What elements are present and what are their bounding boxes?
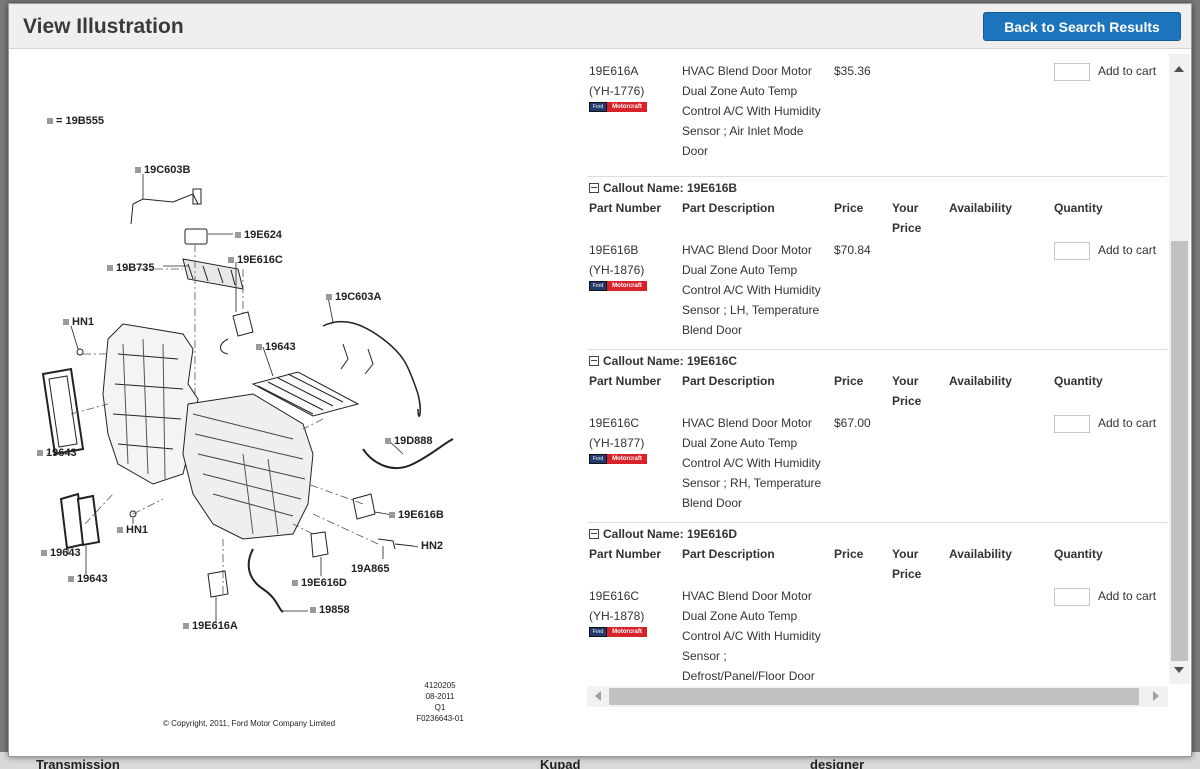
part-alt-number: (YH-1876) — [589, 263, 645, 277]
callout-label[interactable]: 19C603B — [135, 164, 190, 176]
horizontal-scrollbar[interactable] — [587, 686, 1168, 707]
part-number: 19E616B — [589, 243, 639, 257]
part-number: 19E616A — [589, 64, 639, 78]
vertical-scroll-thumb[interactable] — [1171, 241, 1188, 661]
divider — [587, 522, 1167, 523]
collapse-icon[interactable] — [589, 183, 599, 193]
add-to-cart-link[interactable]: Add to cart — [1098, 243, 1157, 257]
illustration-modal: View Illustration Back to Search Results — [8, 3, 1192, 757]
part-description: HVAC Blend Door Motor Dual Zone Auto Tem… — [682, 64, 821, 158]
horizontal-scroll-thumb[interactable] — [609, 688, 1139, 705]
callout-label[interactable]: 19858 — [310, 604, 350, 616]
part-number: 19E616C — [589, 589, 640, 603]
modal-header: View Illustration Back to Search Results — [9, 4, 1191, 49]
vertical-scrollbar[interactable] — [1169, 54, 1190, 684]
part-description: HVAC Blend Door Motor Dual Zone Auto Tem… — [682, 243, 821, 337]
illustration-copyright: © Copyright, 2011, Ford Motor Company Li… — [163, 719, 336, 728]
background-text: Transmission — [36, 757, 120, 769]
callout-header[interactable]: Callout Name: 19E616C — [587, 351, 1167, 371]
parts-illustration: = 19B555 19C603B 19E624 19E616C 19B735 1… — [23, 54, 583, 744]
part-alt-number: (YH-1776) — [589, 84, 645, 98]
divider — [587, 176, 1167, 177]
diagram-legend: = 19B555 — [47, 115, 104, 127]
callout-label[interactable]: 19643 — [41, 547, 81, 559]
collapse-icon[interactable] — [589, 356, 599, 366]
part-price: $70.84 — [834, 243, 871, 257]
callout-label[interactable]: 19E624 — [235, 229, 282, 241]
quantity-input[interactable] — [1054, 242, 1090, 260]
collapse-icon[interactable] — [589, 529, 599, 539]
quantity-input[interactable] — [1054, 415, 1090, 433]
part-alt-number: (YH-1878) — [589, 609, 645, 623]
modal-title: View Illustration — [23, 15, 184, 38]
callout-label[interactable]: 19C603A — [326, 291, 381, 303]
divider — [587, 349, 1167, 350]
callout-label[interactable]: 19E616D — [292, 577, 347, 589]
callout-header[interactable]: Callout Name: 19E616B — [587, 178, 1167, 198]
add-to-cart-link[interactable]: Add to cart — [1098, 416, 1157, 430]
part-price: $35.36 — [834, 64, 871, 78]
part-number: 19E616C — [589, 416, 640, 430]
callout-label[interactable]: HN2 — [421, 540, 444, 552]
callout-label[interactable]: 19D888 — [385, 435, 433, 447]
hvac-exploded-diagram — [41, 174, 454, 622]
callout-label[interactable]: 19E616C — [228, 254, 283, 266]
quantity-input[interactable] — [1054, 588, 1090, 606]
scroll-up-arrow-icon[interactable] — [1174, 66, 1184, 72]
callout-header[interactable]: Callout Name: 19E616D — [587, 524, 1167, 544]
background-text: designer — [810, 757, 865, 769]
callout-label[interactable]: 19E616B — [389, 509, 444, 521]
scroll-right-arrow-icon[interactable] — [1153, 691, 1159, 701]
illustration-reference: 4120205 08-2011 Q1 F0236643-01 — [416, 681, 464, 723]
callout-label[interactable]: 19A865 — [351, 563, 390, 575]
callout-label[interactable]: HN1 — [63, 316, 94, 328]
background-text: Kupad — [540, 757, 581, 769]
scroll-left-arrow-icon[interactable] — [595, 691, 601, 701]
callout-label[interactable]: HN1 — [117, 524, 148, 536]
part-price: $67.00 — [834, 416, 871, 430]
part-description: HVAC Blend Door Motor Dual Zone Auto Tem… — [682, 416, 822, 510]
add-to-cart-link[interactable]: Add to cart — [1098, 589, 1157, 603]
scroll-down-arrow-icon[interactable] — [1174, 667, 1184, 673]
callout-label[interactable]: 19B735 — [107, 262, 155, 274]
part-alt-number: (YH-1877) — [589, 436, 645, 450]
callout-label[interactable]: 19643 — [37, 447, 77, 459]
quantity-input[interactable] — [1054, 63, 1090, 81]
callout-label[interactable]: 19643 — [68, 573, 108, 585]
callout-label[interactable]: 19643 — [256, 341, 296, 353]
add-to-cart-link[interactable]: Add to cart — [1098, 64, 1157, 78]
back-to-search-results-button[interactable]: Back to Search Results — [983, 12, 1181, 41]
callout-label[interactable]: 19E616A — [183, 620, 238, 632]
part-description: HVAC Blend Door Motor Dual Zone Auto Tem… — [682, 589, 821, 683]
